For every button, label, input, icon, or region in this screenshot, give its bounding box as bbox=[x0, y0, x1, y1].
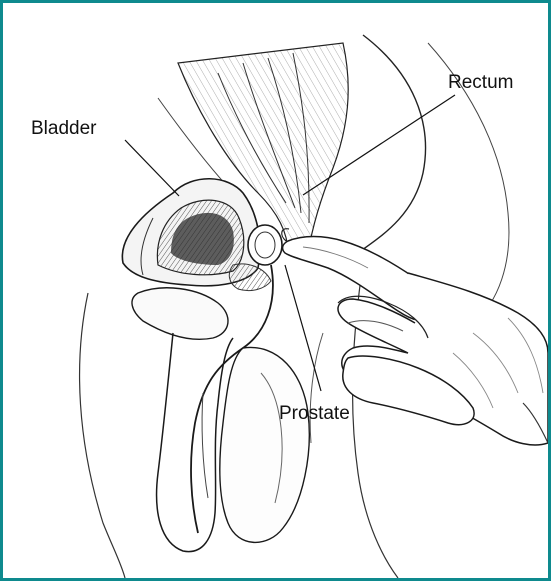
thigh-line-left bbox=[80, 293, 125, 578]
bladder-label: Bladder bbox=[31, 119, 97, 138]
back-outline bbox=[358, 35, 426, 253]
bladder-leader-line bbox=[125, 140, 179, 196]
scrotum-shape bbox=[220, 347, 310, 542]
rectum-label: Rectum bbox=[448, 73, 513, 92]
prostate-shape bbox=[248, 225, 282, 265]
prostate-label: Prostate bbox=[279, 404, 350, 423]
inner-thigh-line bbox=[310, 333, 323, 443]
pubic-bone bbox=[132, 288, 228, 340]
pubic-bone-shade bbox=[229, 264, 271, 291]
